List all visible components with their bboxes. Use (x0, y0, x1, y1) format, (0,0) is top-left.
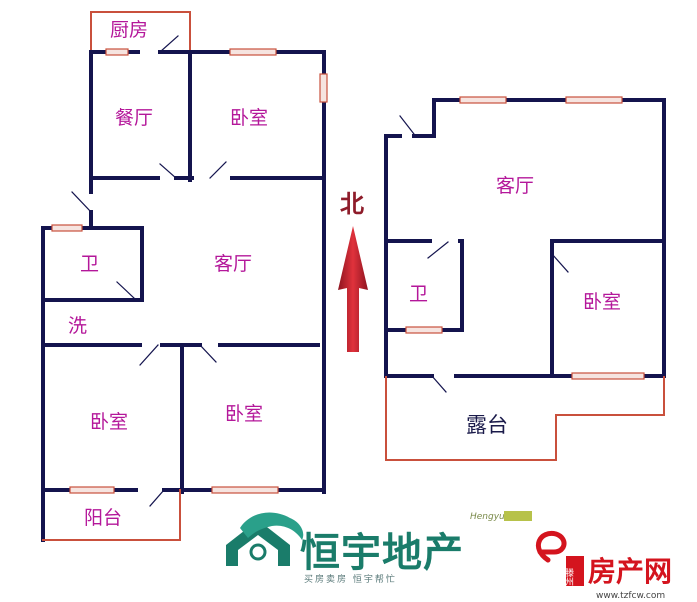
emblem-ring-icon (249, 543, 267, 561)
bedroom-right-label: 卧室 (583, 291, 621, 313)
left-windows (51, 48, 328, 494)
right-windows (405, 96, 645, 380)
site-e-icon (535, 530, 567, 563)
dining-label: 餐厅 (115, 107, 153, 129)
site-url: www.tzfcw.com (596, 591, 665, 601)
site-city: 滕州 (563, 567, 574, 586)
brand-slogan: 买房卖房 恒宇帮忙 (304, 573, 397, 585)
north-arrow-icon (338, 226, 368, 352)
bedroom-top-label: 卧室 (230, 107, 268, 129)
right-unit (384, 98, 666, 393)
bedroom-bottom-right-label: 卧室 (225, 403, 263, 425)
dragon-curve-icon (240, 512, 304, 540)
terrace-label: 露台 (466, 413, 508, 437)
living-right-label: 客厅 (496, 175, 534, 197)
kitchen-outline (90, 11, 191, 53)
brand-latin: Hengyu (470, 512, 505, 522)
brand-logo: 恒宇地产 Hengyu 买房卖房 恒宇帮忙 (226, 511, 532, 585)
terrace-outline (385, 376, 665, 461)
north-label: 北 (340, 189, 364, 218)
site-name: 房产网 (588, 555, 672, 588)
bath-left-label: 卫 (80, 253, 99, 275)
bath-right-label: 卫 (409, 283, 428, 305)
brand-name: 恒宇地产 (300, 530, 464, 576)
left-unit (41, 11, 326, 542)
balcony-label: 阳台 (84, 507, 122, 529)
living-left-label: 客厅 (214, 253, 252, 275)
kitchen-label: 厨房 (110, 19, 148, 41)
site-logo: 滕州 房产网 www.tzfcw.com (535, 530, 672, 601)
site-city-badge (566, 556, 584, 586)
brand-latin-badge (504, 511, 532, 521)
bedroom-bottom-left-label: 卧室 (90, 411, 128, 433)
wash-label: 洗 (68, 315, 87, 337)
